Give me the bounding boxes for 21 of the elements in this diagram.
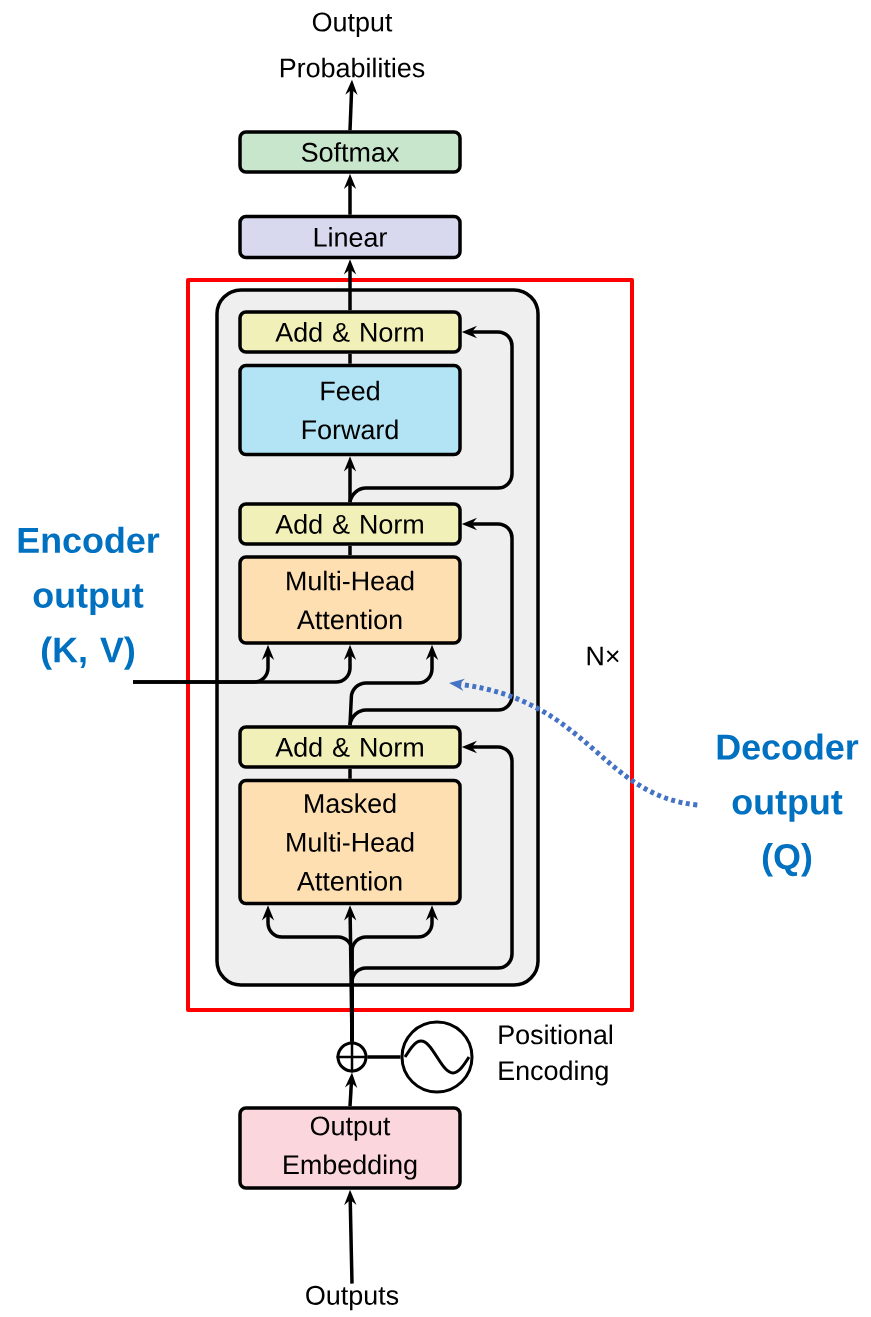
feed-forward-box: Feed Forward <box>238 363 462 457</box>
oscillator-symbol <box>400 1020 474 1094</box>
encoder-output-label: Encoder output (K, V) <box>18 526 160 670</box>
add-norm-box: Add & Norm <box>238 725 462 769</box>
add-norm-box: Add & Norm <box>238 310 462 354</box>
connector-line <box>348 768 352 779</box>
embedding-box: Output Embedding <box>238 1106 462 1190</box>
output-label: Output Probabilities <box>280 12 425 78</box>
adder-symbol <box>335 1040 369 1074</box>
decoder-output-label: Decoder output (Q) <box>717 733 859 877</box>
add-norm-box: Add & Norm <box>238 502 462 546</box>
positional-encoding-label: Positional Encoding <box>499 1024 612 1086</box>
repeat-label: N× <box>587 646 619 666</box>
attention-box: Masked Multi-Head Attention <box>238 778 462 906</box>
attention-box: Multi-Head Attention <box>238 555 462 645</box>
connector-line <box>348 545 352 556</box>
linear-box: Linear <box>238 214 462 260</box>
input-label: Outputs <box>306 1285 399 1311</box>
softmax-box: Softmax <box>238 130 462 174</box>
connector-line <box>367 1055 401 1059</box>
connector-line <box>348 353 352 364</box>
